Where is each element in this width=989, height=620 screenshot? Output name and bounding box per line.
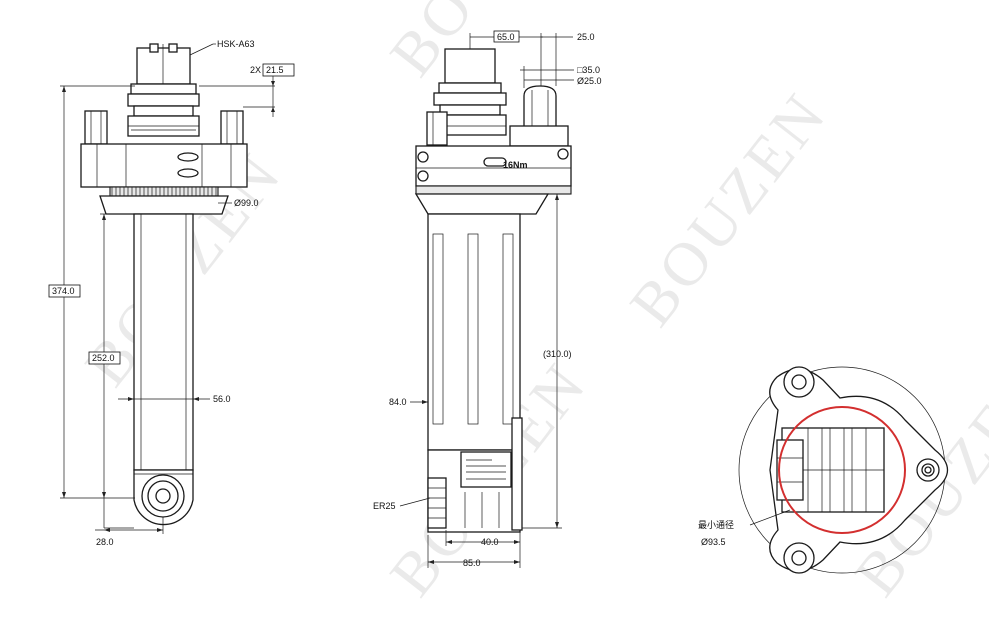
flange-housing [80,143,248,188]
dim-side: 84.0 [389,397,407,407]
min-bore-label: 最小通径 [698,519,734,530]
right-stud [220,110,244,145]
er25-collet [427,477,447,529]
hsk-taper [136,47,191,85]
dim-total-height: 374.0 [52,286,75,296]
min-bore-circle [778,406,906,534]
side-body [427,213,521,451]
spindle-label: HSK-A63 [217,39,255,49]
watermark-2: BOUZEN [617,80,840,339]
side-nameplate [460,451,512,488]
dim-body-width: 56.0 [213,394,231,404]
dim-top-offset: 65.0 [497,32,515,42]
wrench-icon [483,157,507,167]
arm-shaft [133,213,194,471]
dim-dia: Ø25.0 [577,76,602,86]
left-stud [84,110,108,145]
dim-flange-dia: Ø99.0 [234,198,259,208]
front-view: HSK-A63 2X 21.5 374.0 252.0 Ø99.0 56.0 [48,39,295,547]
collet-label: ER25 [373,501,396,511]
dim-body-height: 252.0 [92,353,115,363]
dim-width: 21.5 [266,65,284,75]
dim-width-prefix: 2X [250,65,261,75]
dim-bottom-inner: 40.0 [481,537,499,547]
bottom-view: 最小通径 Ø93.5 [698,366,949,574]
side-view: 16Nm 65.0 25.0 [373,30,602,568]
dim-length: (310.0) [543,349,572,359]
dim-square: □35.0 [577,65,600,75]
dim-head-offset: 28.0 [96,537,114,547]
dim-bottom-outer: 85.0 [463,558,481,568]
dim-top-right: 25.0 [577,32,595,42]
min-bore-dia: Ø93.5 [701,537,726,547]
torque-label: 16Nm [503,160,528,170]
